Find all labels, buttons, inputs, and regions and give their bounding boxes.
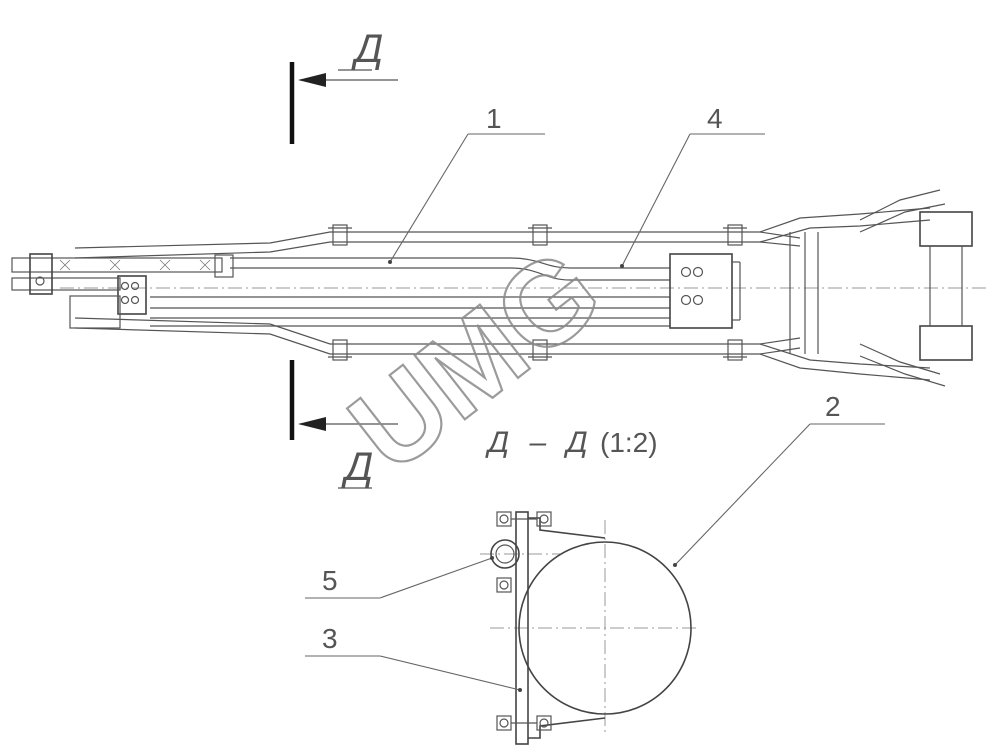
callout-1: 1 (388, 103, 545, 264)
section-scale: (1:2) (600, 427, 658, 458)
bracket-plate (515, 511, 529, 745)
section-view (480, 511, 700, 745)
callout-5: 5 (305, 556, 494, 599)
plan-view (11, 189, 990, 387)
bracket-bolts (120, 266, 704, 306)
item-number-2: 2 (825, 391, 841, 422)
small-tube (490, 539, 520, 569)
section-bolts (496, 511, 552, 731)
section-title: Д – Д (485, 426, 594, 459)
right-end-frame (759, 189, 973, 387)
item-number-1: 1 (486, 103, 502, 134)
rail-clamps (328, 224, 747, 361)
callout-2: 2 (673, 391, 885, 567)
item-number-3: 3 (322, 623, 338, 654)
inlet-pipes (11, 253, 234, 329)
section-marker-bottom: Д (289, 360, 398, 489)
section-marker-top: Д (289, 27, 398, 144)
section-letter-bottom: Д (341, 445, 373, 489)
callout-3: 3 (305, 623, 522, 692)
section-letter-top: Д (351, 27, 383, 71)
callout-4: 4 (620, 103, 765, 268)
item-number-5: 5 (322, 565, 338, 596)
round-tube (518, 541, 692, 715)
item-number-4: 4 (707, 103, 723, 134)
